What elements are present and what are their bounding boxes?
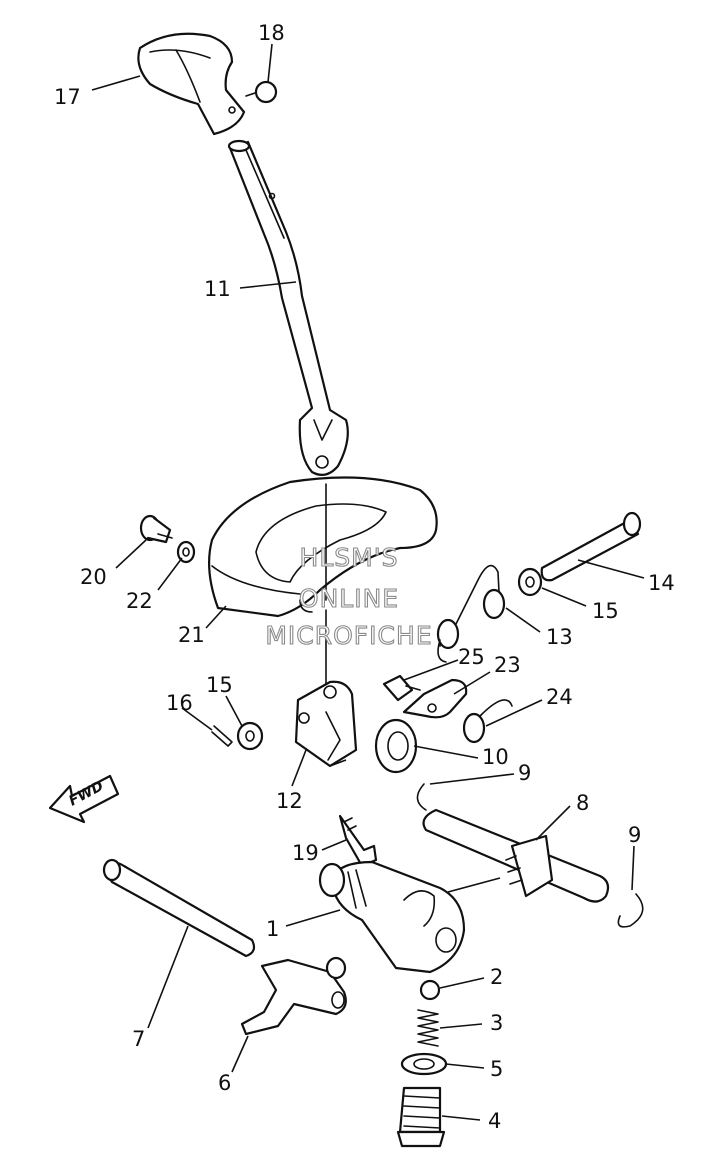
part-14-pin (540, 511, 642, 582)
part-5-gasket (400, 1052, 448, 1076)
part-23-detent-lever (402, 678, 468, 719)
part-9-circlip-lower (617, 893, 644, 928)
part-2-ball (419, 979, 441, 1001)
watermark-line-3: MICROFICHE (265, 621, 432, 650)
watermark-line-1: HLSM'S (300, 543, 399, 572)
part-17-shift-knob (137, 32, 246, 136)
callout-8: 8 (576, 791, 589, 815)
callout-3: 3 (490, 1011, 503, 1035)
part-24-spring (462, 699, 513, 744)
part-3-spring (417, 1009, 439, 1047)
watermark: HLSM'S ONLINE MICROFICHE (265, 542, 432, 650)
part-18-screw (245, 80, 278, 104)
callout-20: 20 (80, 565, 107, 589)
part-11-shift-lever (227, 139, 349, 477)
callout-19: 19 (292, 841, 319, 865)
callout-25: 25 (458, 645, 485, 669)
callout-24: 24 (546, 685, 573, 709)
callout-11: 11 (204, 277, 231, 301)
callout-17: 17 (54, 85, 81, 109)
part-20-bolt (139, 514, 173, 544)
callout-6: 6 (218, 1071, 231, 1095)
callout-2: 2 (490, 965, 503, 989)
part-15-washer-lower (236, 721, 264, 751)
callout-14: 14 (648, 571, 675, 595)
callout-7: 7 (132, 1027, 145, 1051)
part-7-guide-bar (102, 858, 256, 958)
callout-22: 22 (126, 589, 153, 613)
callout-13: 13 (546, 625, 573, 649)
part-9-circlip-upper (416, 783, 427, 811)
callout-9-upper: 9 (518, 761, 531, 785)
fwd-arrow-icon: FWD (48, 774, 120, 824)
part-22-washer (176, 540, 196, 564)
part-16-cotter-pin (211, 725, 233, 747)
part-12-bracket (294, 609, 358, 768)
part-1-shift-drum (318, 860, 466, 974)
callout-9-lower: 9 (628, 823, 641, 847)
part-8-shift-shaft (422, 808, 610, 903)
watermark-line-2: ONLINE (299, 584, 399, 613)
leader-lines (91, 43, 645, 1121)
callout-21: 21 (178, 623, 205, 647)
callout-10: 10 (482, 745, 509, 769)
callout-23: 23 (494, 653, 521, 677)
callout-18: 18 (258, 21, 285, 45)
callout-1: 1 (266, 917, 279, 941)
part-6-shift-fork (240, 956, 347, 1036)
part-25-bolt (382, 674, 421, 702)
callout-4: 4 (488, 1109, 501, 1133)
part-21-shift-guide (208, 476, 438, 618)
callout-labels: 17 18 11 20 22 21 14 15 13 25 23 24 15 1… (54, 21, 675, 1133)
part-10-seal (374, 718, 418, 774)
part-15-washer-upper (517, 567, 543, 597)
callout-15-upper: 15 (592, 599, 619, 623)
callout-12: 12 (276, 789, 303, 813)
part-4-plug (396, 1086, 446, 1148)
callout-15-lower: 15 (206, 673, 233, 697)
callout-16: 16 (166, 691, 193, 715)
part-13-spring (436, 564, 506, 663)
part-19-bolt (338, 814, 378, 868)
callout-5: 5 (490, 1057, 503, 1081)
